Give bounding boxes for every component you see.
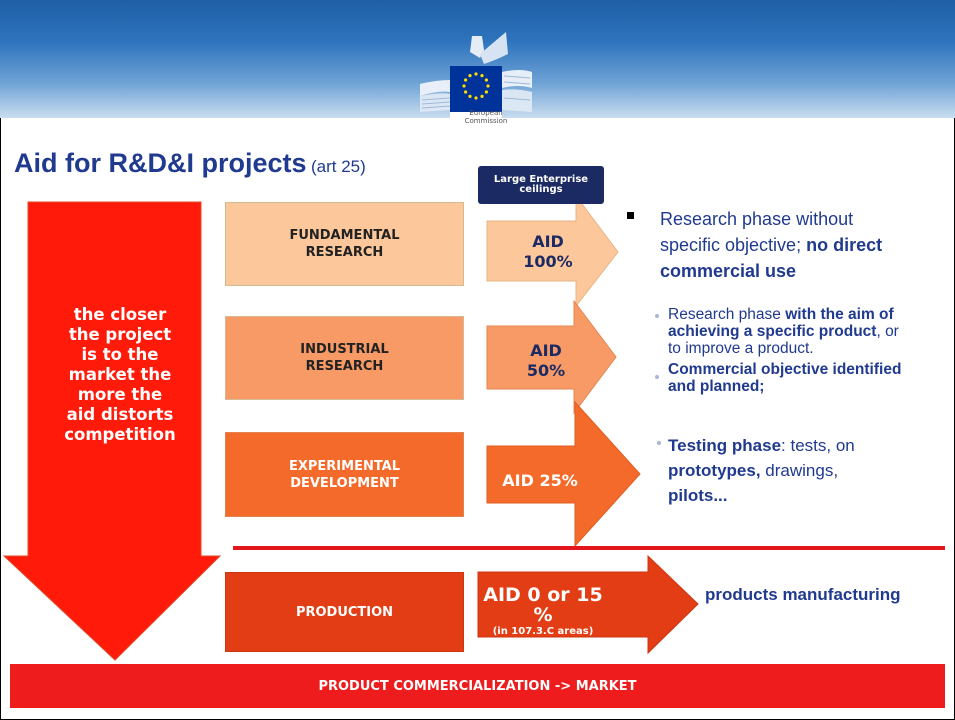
title-article: (art 25)	[310, 157, 366, 176]
arrow-fundamental	[486, 194, 619, 308]
description-experimental: Testing phase: tests, on prototypes, dra…	[668, 436, 855, 505]
bullet-dot-icon	[655, 314, 659, 318]
aid-experimental: AID 25%	[502, 471, 578, 490]
description-production: products manufacturing	[705, 585, 901, 604]
description-industrial: Research phase with the aim of achieving…	[668, 306, 902, 395]
commercialization-banner: PRODUCT COMMERCIALIZATION -> MARKET	[10, 664, 945, 708]
market-proximity-note: the closer the project is to the market …	[64, 305, 176, 444]
bullet-square-icon	[627, 212, 634, 219]
market-proximity-arrow	[2, 201, 222, 661]
large-enterprise-ceilings-label: Large Enterprise ceilings	[478, 166, 604, 204]
aid-production: AID 0 or 15 % (in 107.3.C areas)	[483, 584, 603, 637]
title-main: Aid for R&D&I projects	[14, 148, 307, 178]
description-fundamental: Research phase without specific objectiv…	[660, 209, 883, 281]
phase-production: PRODUCTION	[225, 572, 464, 652]
arrow-production	[477, 554, 699, 655]
market-divider-line	[233, 546, 945, 550]
arrow-industrial	[486, 299, 617, 415]
page-title: Aid for R&D&I projects (art 25)	[14, 148, 366, 179]
logo-caption: European Commission	[464, 109, 508, 125]
bullet-dot-icon	[655, 375, 659, 379]
eu-stars-icon	[462, 72, 490, 100]
banner-label: PRODUCT COMMERCIALIZATION -> MARKET	[318, 678, 637, 694]
european-commission-logo	[420, 32, 532, 134]
arrow-experimental	[486, 400, 641, 548]
bullet-dot-icon	[657, 441, 661, 445]
